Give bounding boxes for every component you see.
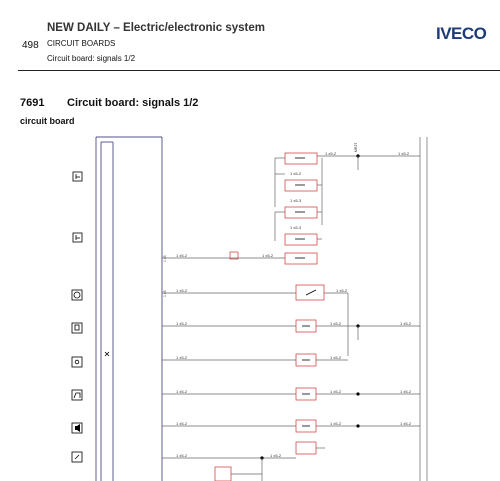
- section-number: 7691: [20, 97, 45, 109]
- switch-panel-icon: [72, 171, 83, 182]
- svg-text:1 x5-2: 1 x5-2: [176, 421, 188, 426]
- gear-icon: [71, 356, 83, 368]
- header-rule: [18, 70, 500, 71]
- svg-text:1 x5-2: 1 x5-2: [262, 253, 274, 258]
- section-title: Circuit board: signals 1/2: [67, 97, 199, 109]
- svg-text:1 x5-2: 1 x5-2: [400, 321, 412, 326]
- light-icon: [71, 289, 83, 301]
- svg-text:1 x5-2: 1 x5-2: [176, 253, 188, 258]
- switch-panel-icon-2: [72, 232, 83, 243]
- svg-text:1 x5-2: 1 x5-2: [398, 151, 410, 156]
- page-number: 498: [22, 40, 39, 51]
- svg-text:1 x5-2: 1 x5-2: [400, 421, 412, 426]
- switch-column-middle: 1 x5-2 1 x5-2 1 x5 1 x5-2 1 x5-2 1 x5-2 …: [104, 284, 420, 367]
- document-title: NEW DAILY – Electric/electronic system: [47, 22, 265, 34]
- svg-text:1 x5-2: 1 x5-2: [330, 389, 342, 394]
- svg-text:1 x5-2: 1 x5-2: [325, 151, 337, 156]
- svg-text:1 x5-2: 1 x5-2: [330, 321, 342, 326]
- svg-text:1 x5-2: 1 x5-2: [330, 355, 342, 360]
- switch-column-top: 1 x5-2 1 x5-2 MR2T 1 x5-2 1 x5-3 1 x5-3 …: [162, 142, 420, 265]
- door-icon: [71, 322, 83, 334]
- svg-text:1 x5-2: 1 x5-2: [176, 453, 188, 458]
- speaker-icon: [71, 422, 83, 434]
- switch-column-lower: 1 x5-2 1 x5-2 1 x5-2 1 x5-2 1 x5-2 1 x5-…: [162, 387, 420, 481]
- svg-text:1 x5: 1 x5: [163, 255, 167, 262]
- svg-text:1 x5-3: 1 x5-3: [290, 225, 302, 230]
- connector-frame: [95, 136, 163, 481]
- section-label: circuit board: [20, 116, 75, 126]
- svg-text:1 x5-3: 1 x5-3: [290, 198, 302, 203]
- svg-text:1 x5-2: 1 x5-2: [270, 453, 282, 458]
- svg-text:1 x5-2: 1 x5-2: [330, 421, 342, 426]
- svg-text:1 x5-2: 1 x5-2: [290, 171, 302, 176]
- seat-icon: [71, 389, 83, 401]
- temperature-icon: [71, 451, 83, 463]
- svg-text:1 x5-2: 1 x5-2: [176, 321, 188, 326]
- page-subtitle: Circuit board: signals 1/2: [47, 54, 136, 63]
- chapter-subtitle: CIRCUIT BOARDS: [47, 39, 116, 48]
- svg-text:1 x5-2: 1 x5-2: [336, 288, 348, 293]
- right-rails: [419, 137, 428, 481]
- svg-text:1 x5: 1 x5: [163, 290, 167, 297]
- iveco-logo: IVECO: [436, 24, 487, 43]
- svg-text:1 x5-2: 1 x5-2: [400, 389, 412, 394]
- svg-text:1 x5-2: 1 x5-2: [176, 355, 188, 360]
- svg-text:MR2T: MR2T: [354, 142, 358, 152]
- svg-text:1 x5-2: 1 x5-2: [176, 389, 188, 394]
- svg-text:1 x5-2: 1 x5-2: [176, 288, 188, 293]
